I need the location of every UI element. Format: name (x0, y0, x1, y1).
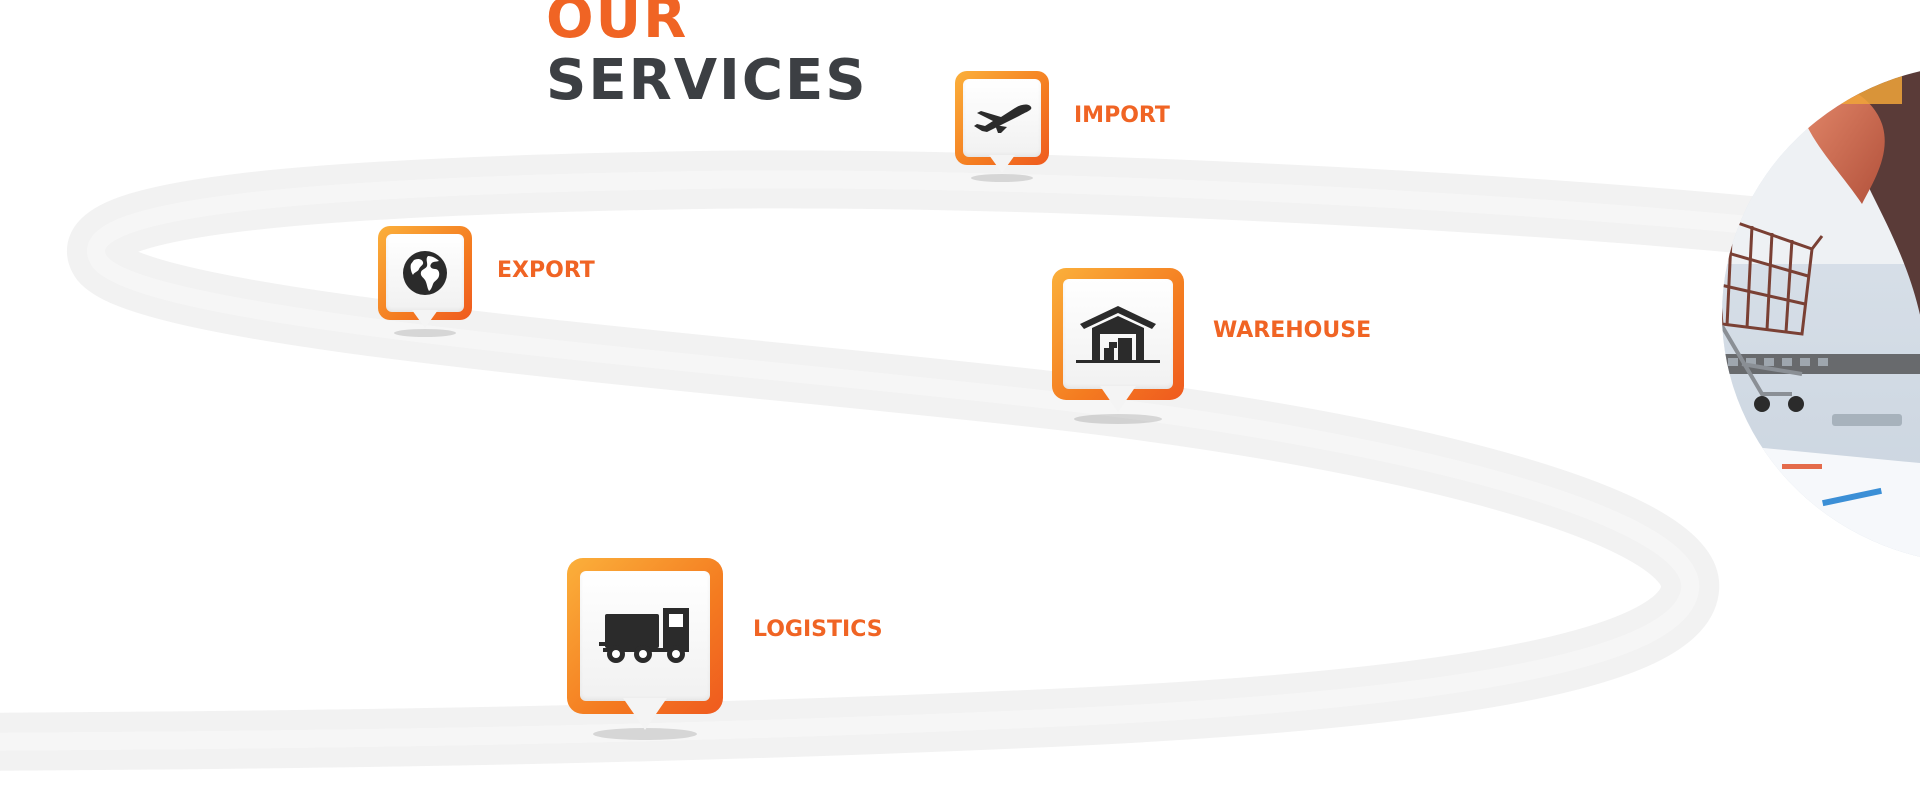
export-label[interactable]: EXPORT (497, 258, 595, 283)
logistics-pin[interactable] (567, 558, 723, 741)
import-label[interactable]: IMPORT (1074, 103, 1170, 128)
title-line-our: OUR (546, 0, 689, 51)
pin-tip (989, 155, 1015, 173)
pin-face (963, 79, 1041, 157)
warehouse-pin[interactable] (1052, 268, 1184, 426)
pin-face (580, 571, 710, 701)
pin-tip (412, 310, 438, 328)
airplane-icon (974, 104, 1032, 133)
logistics-label[interactable]: LOGISTICS (753, 617, 883, 642)
pin-shadow (1074, 414, 1162, 424)
warehouse-label[interactable]: WAREHOUSE (1213, 318, 1372, 343)
warehouse-icon (1076, 306, 1160, 363)
pin-shadow (971, 174, 1033, 182)
section-title: OUR SERVICES (546, 0, 868, 112)
pin-tip (1100, 386, 1136, 412)
pin-shadow (593, 728, 697, 740)
globe-icon (403, 251, 447, 295)
pin-tip (623, 698, 667, 730)
pin-face (386, 234, 464, 312)
pin-shadow (394, 329, 456, 337)
truck-icon (599, 608, 689, 663)
export-pin[interactable] (378, 226, 472, 338)
pin-face (1063, 279, 1173, 389)
import-pin[interactable] (955, 71, 1049, 183)
title-line-services: SERVICES (546, 48, 868, 113)
